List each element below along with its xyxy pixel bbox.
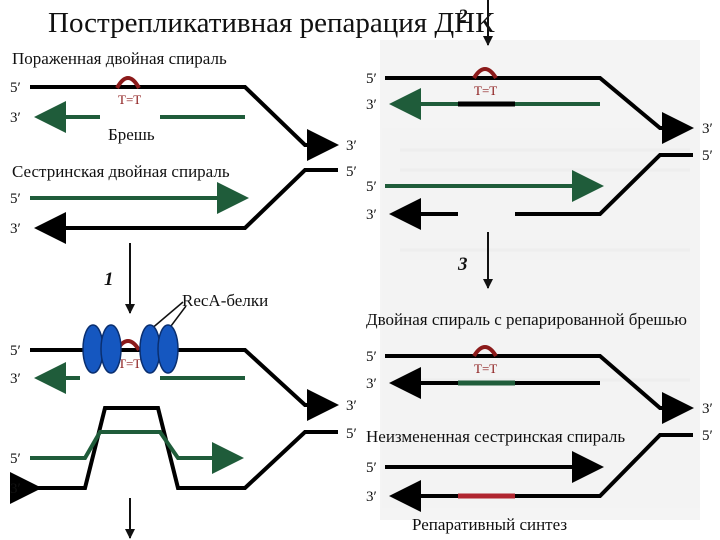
reca-lesion-label: T=T (118, 356, 141, 371)
panel-filled-gap: T=T 5′ 3′ 3′ 5′ 5′ 3′ (366, 67, 713, 230)
label-reca: RecA-белки (182, 291, 268, 310)
end-5-c1: 5′ (366, 71, 377, 87)
reca-protein (100, 324, 122, 374)
final-lesion-label: T=T (474, 361, 497, 376)
end-3-c3: 3′ (702, 121, 713, 137)
label-sister-helix: Сестринская двойная спираль (12, 162, 230, 181)
end-3-a2: 3′ (346, 138, 357, 154)
end-5-b6: 5′ (346, 426, 357, 442)
end-3-b2: 3′ (10, 371, 21, 387)
exchange-black-loop (10, 406, 338, 504)
label-gap: Брешь (108, 125, 155, 144)
end-3-c6: 3′ (366, 207, 377, 223)
end-5-d1: 5′ (366, 349, 377, 365)
end-3-a1: 3′ (10, 110, 21, 126)
label-repair-synthesis: Репаративный синтез (412, 515, 567, 534)
end-5-d5: 5′ (366, 460, 377, 476)
final-top-strand (385, 354, 694, 424)
final-lesion (472, 345, 498, 358)
reca-protein (157, 324, 179, 374)
background-watermark (380, 40, 700, 520)
step-2-label: 2 (457, 6, 468, 27)
step-3-label: 3 (457, 254, 468, 275)
filled-lesion-label: T=T (474, 83, 497, 98)
end-3-d2: 3′ (366, 376, 377, 392)
panel-reca: RecA-белки T=T 5′ 3′ 3′ 5′ 3′ 5′ (10, 291, 357, 539)
reca-proteins (82, 324, 179, 374)
c-sister-black (515, 153, 693, 216)
label-repaired-helix: Двойная спираль с репарированной брешью (366, 310, 687, 329)
step-1: 1 (104, 243, 135, 314)
end-5-c4: 5′ (702, 148, 713, 164)
end-5-b4: 5′ (10, 451, 21, 467)
label-unchanged-sister: Неизмененная сестринская спираль (366, 427, 625, 446)
panel-final: Двойная спираль с репарированной брешью … (366, 310, 713, 534)
end-5-c5: 5′ (366, 179, 377, 195)
exchange-green-loop (30, 430, 244, 474)
filled-top-strand (385, 76, 694, 144)
end-3-b5: 3′ (10, 481, 21, 497)
end-5-a1: 5′ (10, 80, 21, 96)
filled-lesion (472, 67, 498, 80)
end-5-a3: 5′ (10, 191, 21, 207)
lesion-label: T=T (118, 92, 141, 107)
end-3-c2: 3′ (366, 97, 377, 113)
end-3-d6: 3′ (366, 489, 377, 505)
step-1-label: 1 (104, 269, 114, 290)
panel-initial: Пораженная двойная спираль T=T Брешь 5′ … (10, 49, 357, 244)
end-5-d4: 5′ (702, 428, 713, 444)
lesion-dimer (115, 76, 141, 90)
end-5-b1: 5′ (10, 343, 21, 359)
step-3: 3 (457, 232, 493, 289)
reca-pointer-1 (149, 301, 184, 331)
end-3-a4: 3′ (10, 221, 21, 237)
step-2: 2 (457, 0, 493, 46)
end-3-b3: 3′ (346, 398, 357, 414)
label-damaged-helix: Пораженная двойная спираль (12, 49, 227, 68)
reca-protein (82, 324, 104, 374)
reca-protein (139, 324, 161, 374)
page-title: Пострепликативная репарация ДНК (48, 7, 495, 39)
end-5-a5: 5′ (346, 164, 357, 180)
end-3-d3: 3′ (702, 401, 713, 417)
sister-bottom-strand (34, 168, 338, 244)
